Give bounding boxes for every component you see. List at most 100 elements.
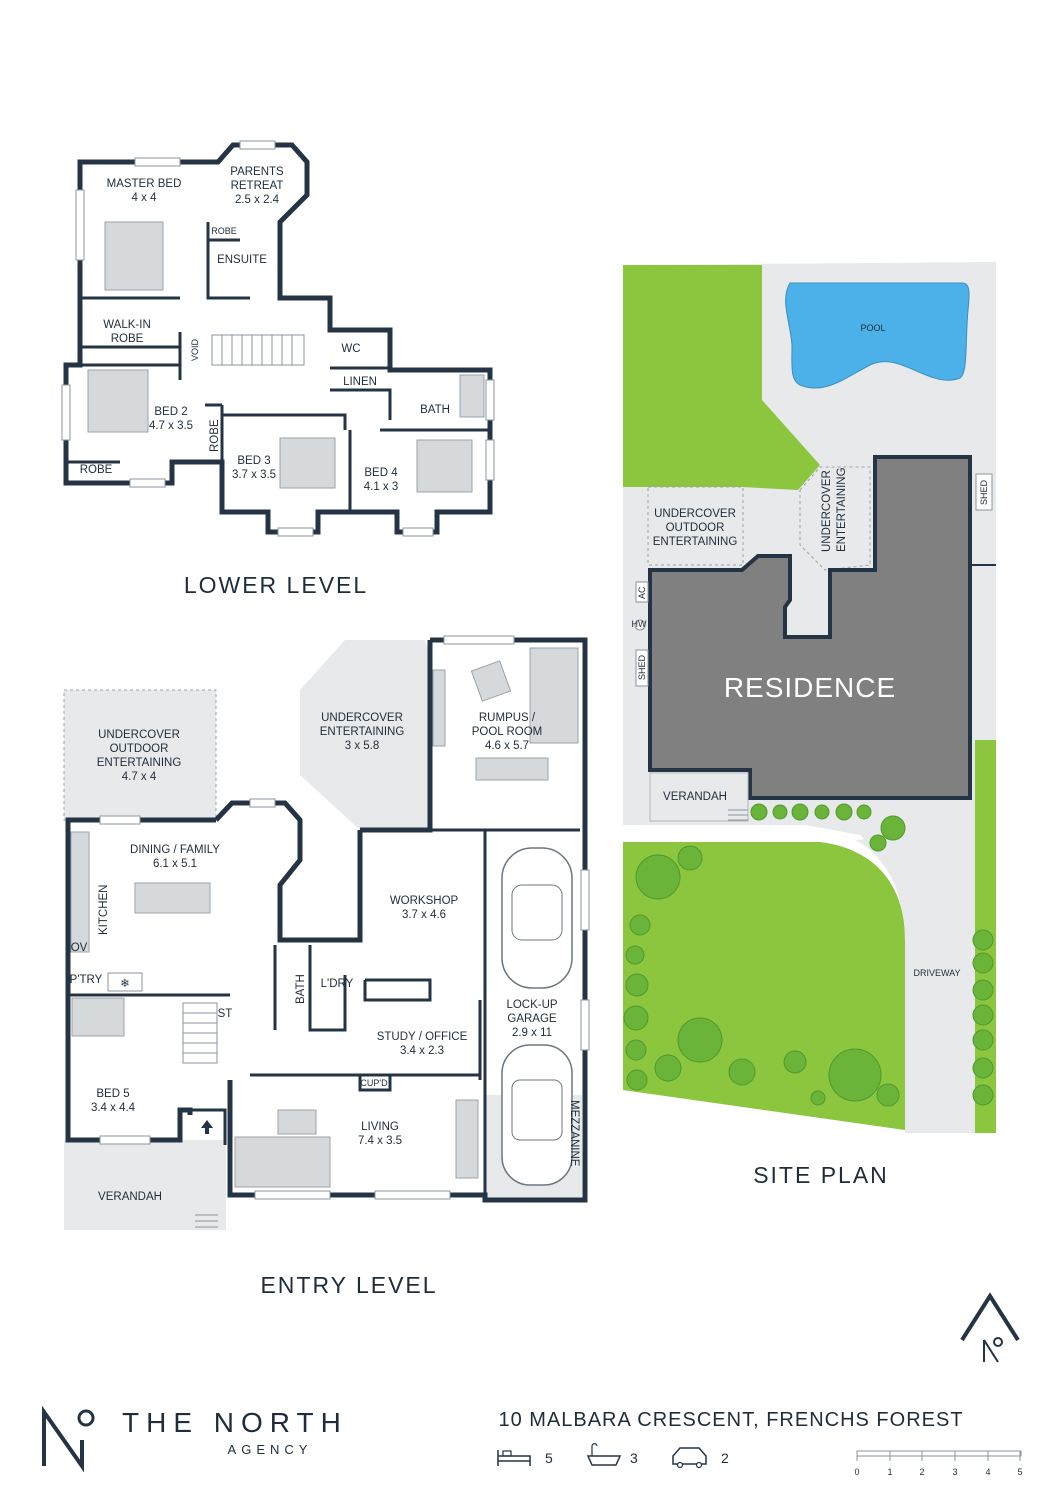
master-bed-furniture xyxy=(104,221,164,291)
bed3-dims: 3.7 x 3.5 xyxy=(232,469,276,481)
bed5-furniture xyxy=(71,997,125,1037)
lower-level-title: LOWER LEVEL xyxy=(184,572,368,598)
cupd-label: CUP'D xyxy=(360,1078,388,1088)
garage-label-2: GARAGE xyxy=(507,1013,557,1025)
robe-label-1: ROBE xyxy=(211,226,237,236)
bed4-dims: 4.1 x 3 xyxy=(364,481,399,493)
pool-table xyxy=(470,660,512,702)
entry-level-plan: ❄ UNDERCOVER OUTDOOR ENTERTAINING 4.7 x … xyxy=(63,635,590,1298)
residence-block xyxy=(648,455,972,800)
site-verandah-label: VERANDAH xyxy=(663,791,727,803)
workshop-dims: 3.7 x 4.6 xyxy=(402,909,446,921)
parents-retreat-label-2: RETREAT xyxy=(231,180,284,192)
robe-label-2: ROBE xyxy=(209,419,221,452)
bed5-label: BED 5 xyxy=(96,1088,129,1100)
void-label: VOID xyxy=(190,338,200,361)
scale-tick-5: 5 xyxy=(1017,1467,1022,1477)
site-ac-label: AC xyxy=(637,586,647,599)
agency-sub: AGENCY xyxy=(228,1442,313,1457)
undercover-outdoor-area xyxy=(64,690,216,820)
garage-car-2 xyxy=(501,1044,573,1186)
agency-logo xyxy=(42,1405,95,1473)
site-plan: POOL UNDERCOVER OUTDOOR ENTERTAINING UND… xyxy=(623,262,996,1188)
undercover-ent-label-1: UNDERCOVER xyxy=(321,712,403,724)
dining-label: DINING / FAMILY xyxy=(130,844,220,856)
entry-level-title: ENTRY LEVEL xyxy=(260,1272,437,1298)
scale-tick-3: 3 xyxy=(952,1467,957,1477)
snowflake-icon: ❄ xyxy=(120,978,130,990)
cars-count: 2 xyxy=(721,1450,729,1466)
residence-label: RESIDENCE xyxy=(724,672,896,703)
baths-count: 3 xyxy=(630,1450,638,1466)
trees xyxy=(623,803,994,1107)
beds-count: 5 xyxy=(545,1450,553,1466)
property-address: 10 MALBARA CRESCENT, FRENCHS FOREST xyxy=(498,1409,963,1431)
living-label: LIVING xyxy=(361,1121,399,1133)
bed4-furniture xyxy=(416,439,473,493)
undercover-ent-label-2: ENTERTAINING xyxy=(320,726,405,738)
rumpus-couch xyxy=(475,757,549,781)
linen-label: LINEN xyxy=(343,376,377,388)
bed-icon xyxy=(497,1450,531,1466)
site-undercover-outdoor-3: ENTERTAINING xyxy=(653,536,738,548)
site-hw-label: HW xyxy=(632,619,647,629)
bed3-furniture xyxy=(279,437,336,489)
living-sofa-2 xyxy=(455,1099,479,1179)
undercover-ent-dims: 3 x 5.8 xyxy=(345,740,380,752)
study-dims: 3.4 x 2.3 xyxy=(400,1045,444,1057)
site-undercover-ent-1: UNDERCOVER xyxy=(821,470,833,552)
walk-in-robe-label-2: ROBE xyxy=(111,333,144,345)
undercover-outdoor-label-2: OUTDOOR xyxy=(110,743,169,755)
ensuite-label: ENSUITE xyxy=(217,254,267,266)
verandah-label-entry: VERANDAH xyxy=(98,1191,162,1203)
bath-label-entry: BATH xyxy=(295,974,307,1004)
dining-table xyxy=(134,882,211,914)
laundry-label: L'DRY xyxy=(321,978,354,990)
kitchen-label: KITCHEN xyxy=(98,885,110,935)
scale-tick-2: 2 xyxy=(919,1467,924,1477)
pool-label: POOL xyxy=(860,323,885,333)
stairs-entry xyxy=(182,1002,218,1064)
stairs-lower xyxy=(211,334,305,366)
scale-tick-0: 0 xyxy=(854,1467,859,1477)
garage-car-1 xyxy=(501,847,573,989)
living-sofa xyxy=(234,1136,331,1188)
undercover-entertaining-area xyxy=(300,640,430,830)
bath-label-lower: BATH xyxy=(420,404,450,416)
bed2-label: BED 2 xyxy=(154,406,187,418)
kitchen-bench xyxy=(70,831,90,953)
scale-bar: 0 1 2 3 4 5 xyxy=(854,1450,1023,1477)
entry-arrow-icon xyxy=(201,1120,213,1134)
walk-in-robe-label-1: WALK-IN xyxy=(103,319,151,331)
pantry-label: P'TRY xyxy=(70,974,103,986)
site-undercover-ent-2: ENTERTAINING xyxy=(836,467,848,552)
st-label: ST xyxy=(218,1008,233,1020)
bed4-label: BED 4 xyxy=(364,467,398,479)
site-shed-label-2: SHED xyxy=(637,654,647,680)
dining-dims: 6.1 x 5.1 xyxy=(153,858,197,870)
ov-label: OV xyxy=(71,942,88,954)
driveway-label: DRIVEWAY xyxy=(913,968,960,978)
lower-outer-wall xyxy=(63,142,493,535)
living-dims: 7.4 x 3.5 xyxy=(358,1135,402,1147)
master-bed-label: MASTER BED xyxy=(107,178,182,190)
verandah-area xyxy=(64,1140,226,1230)
bath-icon xyxy=(586,1443,622,1466)
mezzanine-label: MEZZANINE xyxy=(568,1100,580,1167)
bathtub-furniture xyxy=(459,374,485,418)
study-label: STUDY / OFFICE xyxy=(377,1031,468,1043)
north-arrow-icon xyxy=(960,1292,1020,1363)
master-bed-dims: 4 x 4 xyxy=(132,192,158,204)
pool-shape xyxy=(785,282,970,389)
agency-name: THE NORTH xyxy=(122,1407,348,1438)
site-shed-label-1: SHED xyxy=(979,479,989,505)
grass-top xyxy=(623,265,820,490)
undercover-outdoor-dims: 4.7 x 4 xyxy=(122,771,157,783)
site-undercover-outdoor-1: UNDERCOVER xyxy=(654,508,736,520)
bed3-label: BED 3 xyxy=(237,455,270,467)
bed5-dims: 3.4 x 4.4 xyxy=(91,1102,136,1114)
rumpus-label-1: RUMPUS / xyxy=(479,712,536,724)
robe-label-3: ROBE xyxy=(80,464,113,476)
workshop-label: WORKSHOP xyxy=(390,895,459,907)
